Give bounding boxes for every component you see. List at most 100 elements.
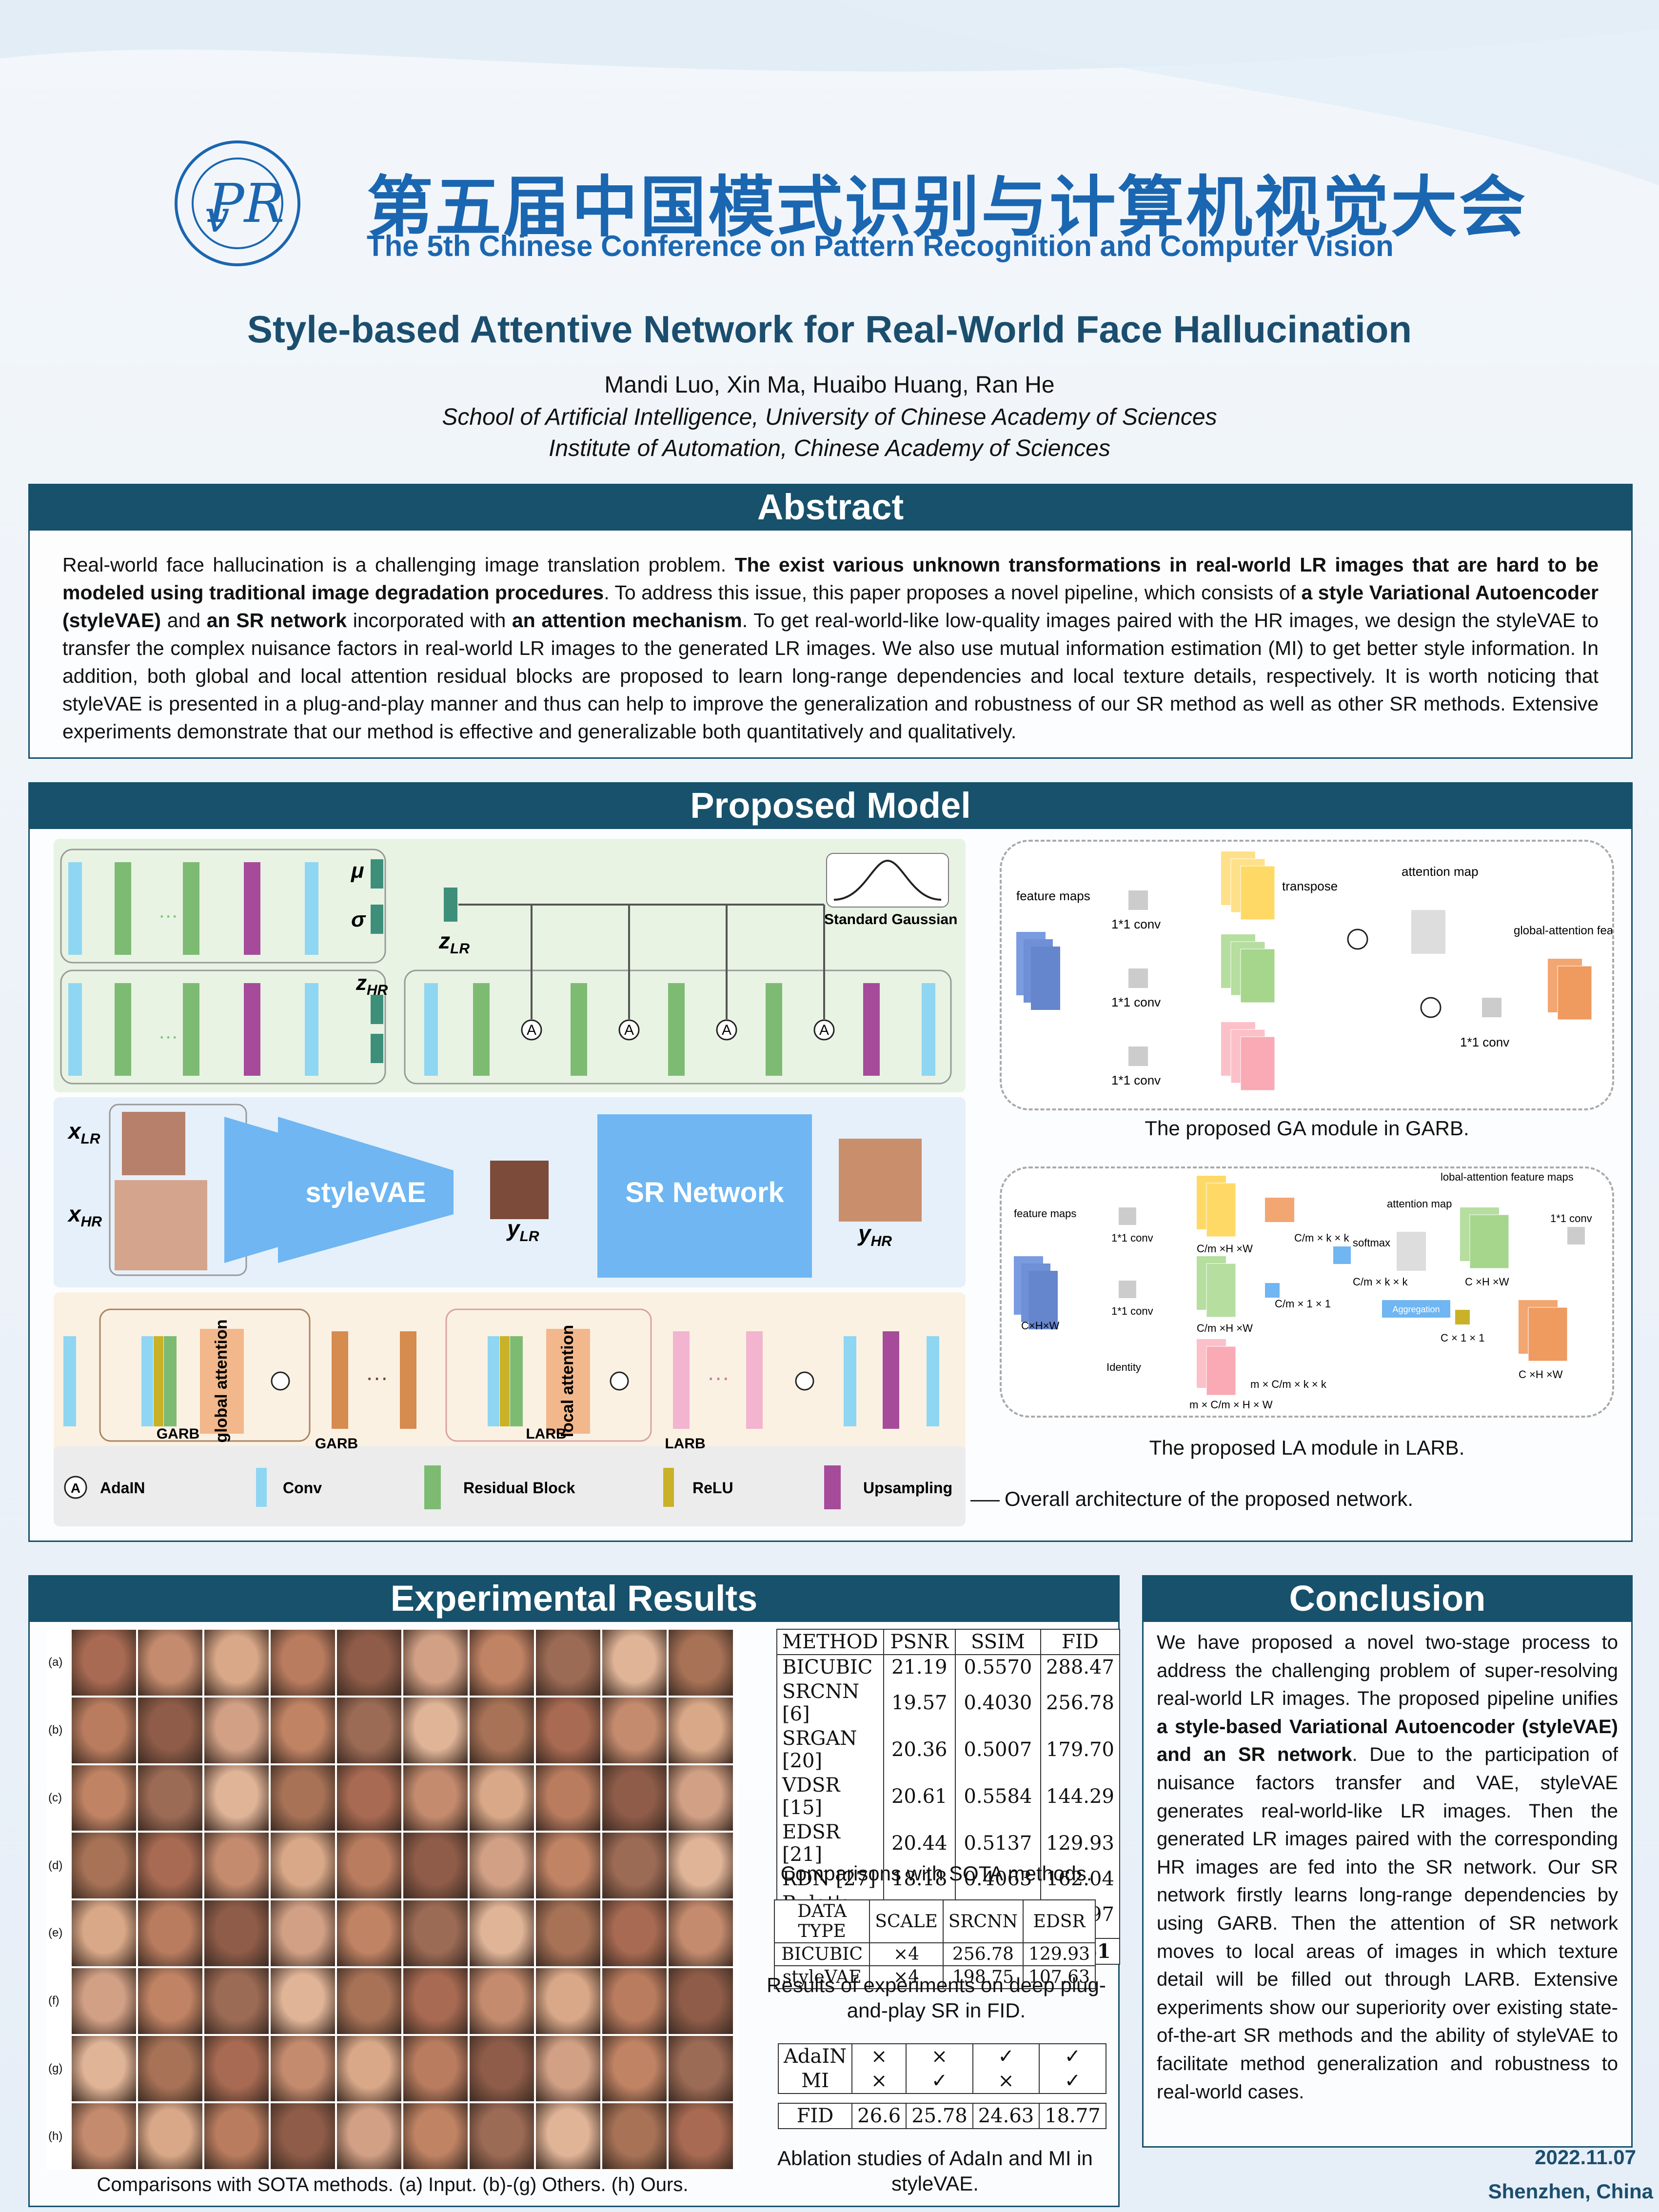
face-image — [602, 1697, 667, 1763]
row-label: (b) — [48, 1723, 63, 1737]
face-image — [72, 1765, 136, 1831]
arch-caption: Overall architecture of the proposed net… — [1005, 1487, 1414, 1510]
table-cell: × — [906, 2043, 973, 2069]
face-image — [470, 2035, 534, 2102]
face-image — [204, 1833, 269, 1898]
table-cell: VDSR [15] — [776, 1773, 884, 1820]
svg-text:ReLU: ReLU — [692, 1479, 733, 1497]
table-cell: MI — [777, 2069, 853, 2094]
table-cell: ✓ — [1039, 2069, 1106, 2094]
svg-text:local attention: local attention — [558, 1325, 577, 1437]
svg-text:styleVAE: styleVAE — [305, 1177, 426, 1208]
face-image — [403, 1630, 468, 1696]
svg-text:attention map: attention map — [1402, 864, 1479, 879]
face-image — [602, 1833, 667, 1898]
row-label: (h) — [48, 2129, 63, 2143]
svg-text:C/m × k × k: C/m × k × k — [1294, 1232, 1349, 1244]
svg-text:C/m × k × k: C/m × k × k — [1353, 1276, 1408, 1288]
svg-text:σ: σ — [351, 908, 366, 931]
svg-text:Upsampling: Upsampling — [863, 1479, 952, 1497]
table-cell: styleVAE — [773, 1966, 870, 1989]
table-cell: 0.5137 — [954, 1820, 1041, 1867]
model-heading: Proposed Model — [28, 782, 1633, 829]
table-cell: SRGAN [20] — [776, 1726, 884, 1773]
footer-date: 2022.11.07 — [1535, 2146, 1636, 2169]
experiments-heading: Experimental Results — [28, 1575, 1120, 1622]
svg-text:C/m ×H ×W: C/m ×H ×W — [1197, 1322, 1253, 1334]
face-image — [536, 1697, 600, 1763]
background-decoration — [0, 0, 1659, 185]
svg-text:A: A — [722, 1022, 731, 1038]
table-cell: 0.5570 — [954, 1654, 1041, 1679]
svg-text:Standard Gaussian: Standard Gaussian — [824, 911, 957, 928]
face-image — [271, 1833, 335, 1898]
face-image — [536, 1833, 600, 1898]
row-label: (a) — [48, 1656, 63, 1669]
abstract-panel — [28, 531, 1633, 759]
svg-text:yHR: yHR — [857, 1221, 892, 1249]
conference-logo: PR v — [173, 139, 302, 268]
face-image — [72, 1630, 136, 1696]
table-cell: × — [851, 2069, 907, 2094]
table-cell: 18.18 — [883, 1867, 956, 1891]
svg-text:global attention: global attention — [212, 1319, 231, 1442]
svg-text:A: A — [71, 1481, 80, 1496]
table-cell: BICUBIC — [776, 1654, 884, 1679]
ga-caption: The proposed GA module in GARB. — [1145, 1117, 1469, 1140]
face-image — [337, 1968, 401, 2034]
table-header: METHOD — [776, 1629, 884, 1655]
face-image — [536, 2035, 600, 2102]
svg-text:C/m ×H ×W: C/m ×H ×W — [1197, 1243, 1253, 1255]
table-cell: 20.36 — [883, 1726, 956, 1773]
svg-text:attention map: attention map — [1387, 1198, 1452, 1210]
table-row: AdaIN××✓✓ — [777, 2043, 1106, 2069]
face-image — [669, 1765, 733, 1831]
table-cell: × — [972, 2069, 1040, 2094]
face-image — [403, 1968, 468, 2034]
face-image — [72, 1900, 136, 1966]
conference-en-title: The 5th Chinese Conference on Pattern Re… — [367, 230, 1394, 262]
table-cell: ×4 — [869, 1942, 944, 1966]
svg-text:1*1 conv: 1*1 conv — [1460, 1035, 1509, 1049]
sota-table-caption: Comparisons with SOTA methods. — [780, 1862, 1092, 1885]
face-image — [602, 1900, 667, 1966]
svg-text:xHR: xHR — [67, 1201, 102, 1230]
architecture-diagram: ··· ··· μ σ zLR zHR Standard Gaussian — [54, 839, 966, 1526]
face-image — [271, 1697, 335, 1763]
face-image — [403, 1833, 468, 1898]
table-cell: 162.04 — [1040, 1867, 1120, 1891]
face-image — [669, 1900, 733, 1966]
face-image — [138, 1765, 202, 1831]
face-image — [669, 1833, 733, 1898]
svg-text:xLR: xLR — [67, 1118, 100, 1147]
svg-text:A: A — [527, 1022, 536, 1038]
svg-text:SR Network: SR Network — [625, 1177, 784, 1208]
face-image — [72, 2035, 136, 2102]
table-cell: 0.5584 — [954, 1773, 1041, 1820]
table-cell: 129.93 — [1040, 1820, 1120, 1867]
table-cell: SRCNN [6] — [776, 1679, 884, 1726]
svg-text:softmax: softmax — [1353, 1237, 1390, 1249]
face-image — [403, 2035, 468, 2102]
face-image — [602, 2035, 667, 2102]
svg-text:Conv: Conv — [283, 1479, 322, 1497]
row-label: (g) — [48, 2061, 63, 2075]
svg-text:feature maps: feature maps — [1014, 1207, 1076, 1220]
arch-caption-arrow — [970, 1500, 1000, 1501]
svg-text:PR: PR — [207, 172, 285, 235]
table-cell: 0.4030 — [954, 1679, 1041, 1726]
svg-text:1*1 conv: 1*1 conv — [1111, 1073, 1161, 1087]
row-label: (f) — [48, 1994, 59, 2008]
face-image — [337, 1900, 401, 1966]
paper-affiliation-2: Institute of Automation, Chinese Academy… — [549, 435, 1110, 461]
faces-caption: Comparisons with SOTA methods. (a) Input… — [97, 2174, 689, 2195]
table-cell: RDN [27] — [776, 1867, 884, 1891]
table-cell: 179.70 — [1040, 1726, 1120, 1773]
table-cell: ✓ — [1039, 2043, 1106, 2069]
abstract-heading: Abstract — [28, 484, 1633, 531]
table-cell: 288.47 — [1040, 1654, 1120, 1679]
